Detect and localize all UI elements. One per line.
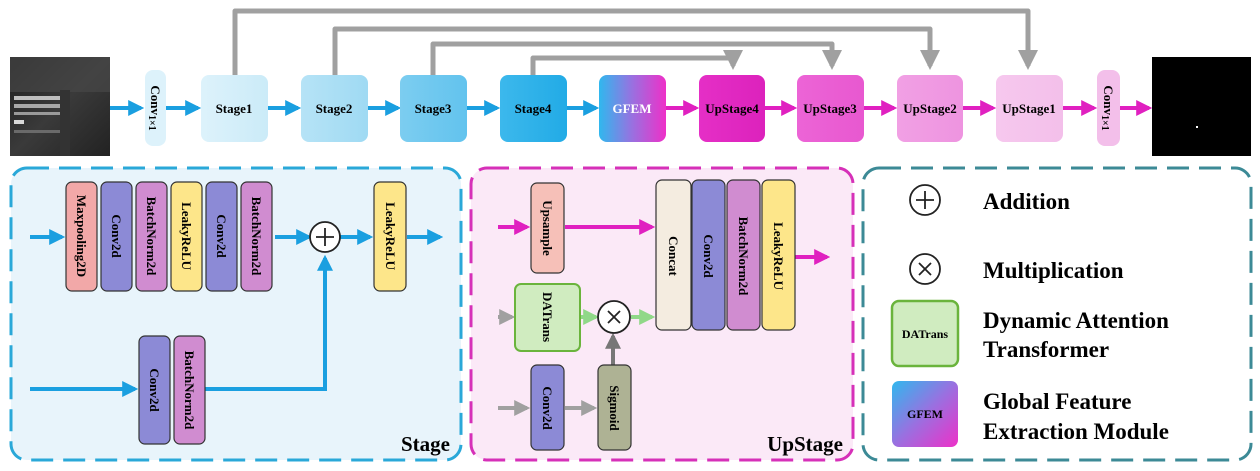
skip-stage2-upstage2 [332, 26, 940, 75]
svg-text:DATrans: DATrans [902, 327, 949, 341]
legend-addition: Addition [909, 184, 1070, 216]
upstage-panel: Upsample DATrans Conv2d Sigmoid Concat C… [469, 166, 855, 462]
datrans-icon [890, 299, 960, 368]
stage-main-blocks: Maxpooling2D Conv2d BatchNorm2d LeakyReL… [65, 181, 273, 292]
svg-text:Conv1×1: Conv1×1 [1099, 85, 1116, 130]
legend-gfem-line1: Global Feature [983, 389, 1131, 414]
svg-text:BatchNorm2d: BatchNorm2d [736, 217, 751, 296]
stage-block-conv2d-2: Conv2d [205, 181, 238, 292]
svg-text:Conv2d: Conv2d [214, 214, 229, 258]
svg-text:Conv2d: Conv2d [701, 234, 716, 278]
stage-block-batchnorm-1: BatchNorm2d [135, 181, 168, 292]
conv1x1-input: Conv1×1 [145, 70, 166, 146]
svg-text:Sigmoid: Sigmoid [607, 385, 622, 431]
upstage4-label: UpStage4 [705, 101, 759, 116]
svg-text:LeakyReLU: LeakyReLU [771, 222, 786, 291]
stage-block-batchnorm-2: BatchNorm2d [240, 181, 273, 292]
stage2-block: Stage2 [301, 75, 368, 142]
upstage2-block: UpStage2 [897, 75, 963, 142]
skip-stage4-upstage4 [530, 50, 743, 75]
stage-block-conv2d-1: Conv2d [100, 181, 133, 292]
svg-text:Concat: Concat [666, 236, 681, 276]
legend-multiplication-label: Multiplication [983, 258, 1124, 283]
svg-text:GFEM: GFEM [907, 407, 943, 421]
upstage3-label: UpStage3 [803, 101, 857, 116]
upstage-block-concat: Concat [655, 179, 692, 331]
upstage4-block: UpStage4 [699, 75, 765, 142]
upstage3-block: UpStage3 [797, 75, 864, 142]
stage-block-skip-batchnorm: BatchNorm2d [173, 335, 206, 445]
stage3-block: Stage3 [400, 75, 467, 142]
stage-panel-title: Stage [401, 432, 450, 456]
upstage2-label: UpStage2 [903, 101, 956, 116]
stage-panel: Maxpooling2D Conv2d BatchNorm2d LeakyReL… [9, 166, 463, 462]
svg-text:LeakyReLU: LeakyReLU [383, 202, 398, 271]
legend-addition-label: Addition [983, 189, 1070, 214]
skip-stage1-upstage1 [232, 8, 1038, 75]
skip-connections [232, 8, 1038, 75]
upstage-block-conv2d: Conv2d [530, 364, 565, 451]
addition-icon [909, 184, 941, 216]
stage4-label: Stage4 [515, 101, 552, 116]
upstage-panel-title: UpStage [767, 432, 843, 456]
stage1-block: Stage1 [201, 75, 268, 142]
upstage1-label: UpStage1 [1002, 101, 1055, 116]
upstage-block-upsample: Upsample [530, 182, 565, 274]
output-image [1152, 57, 1251, 156]
input-image [10, 57, 110, 156]
legend-multiplication: Multiplication [909, 253, 1124, 285]
svg-text:BatchNorm2d: BatchNorm2d [182, 351, 197, 430]
stage-addition-icon [309, 221, 341, 253]
upstage-multiplication-icon [597, 300, 631, 334]
svg-text:BatchNorm2d: BatchNorm2d [249, 197, 264, 276]
upstage1-block: UpStage1 [996, 75, 1063, 142]
upstage-block-batchnorm: BatchNorm2d [726, 179, 761, 331]
stage2-label: Stage2 [316, 101, 353, 116]
svg-text:DATrans: DATrans [540, 292, 555, 342]
svg-text:Conv2d: Conv2d [109, 214, 124, 258]
gfem-icon [892, 381, 958, 447]
upstage-block-datrans: DATrans [514, 283, 581, 352]
legend-gfem: GFEM Global Feature Extraction Module [892, 381, 1169, 447]
skip-stage3-upstage3 [430, 41, 842, 75]
upstage-block-conv2d-2: Conv2d [691, 179, 726, 331]
upstage-block-leakyrelu: LeakyReLU [761, 179, 796, 331]
svg-text:Conv2d: Conv2d [540, 386, 555, 430]
stage-block-leakyrelu-out: LeakyReLU [373, 181, 407, 292]
legend-gfem-line2: Extraction Module [983, 419, 1169, 444]
stage-block-leakyrelu-1: LeakyReLU [170, 181, 203, 292]
svg-text:LeakyReLU: LeakyReLU [179, 202, 194, 271]
stage1-label: Stage1 [216, 101, 253, 116]
conv1x1-output: Conv1×1 [1097, 70, 1120, 146]
svg-text:Conv2d: Conv2d [147, 368, 162, 412]
stage-block-skip-conv2d: Conv2d [138, 335, 171, 445]
stage3-label: Stage3 [415, 101, 452, 116]
upstage-block-sigmoid: Sigmoid [597, 364, 632, 451]
gfem-block: GFEM [599, 75, 666, 142]
stage4-block: Stage4 [500, 75, 567, 142]
legend-datrans-line2: Transformer [983, 337, 1109, 362]
svg-text:Upsample: Upsample [540, 200, 555, 256]
legend-datrans: DATrans Dynamic Attention Transformer [890, 299, 1169, 368]
svg-text:BatchNorm2d: BatchNorm2d [144, 197, 159, 276]
svg-text:Maxpooling2D: Maxpooling2D [74, 195, 89, 277]
svg-text:Conv1×1: Conv1×1 [146, 85, 163, 130]
multiplication-icon [909, 253, 941, 285]
stage-block-maxpooling: Maxpooling2D [65, 181, 98, 292]
gfem-label: GFEM [613, 101, 652, 116]
legend-datrans-line1: Dynamic Attention [983, 308, 1169, 333]
legend-panel: Addition Multiplication DATrans Dynamic … [861, 166, 1253, 462]
